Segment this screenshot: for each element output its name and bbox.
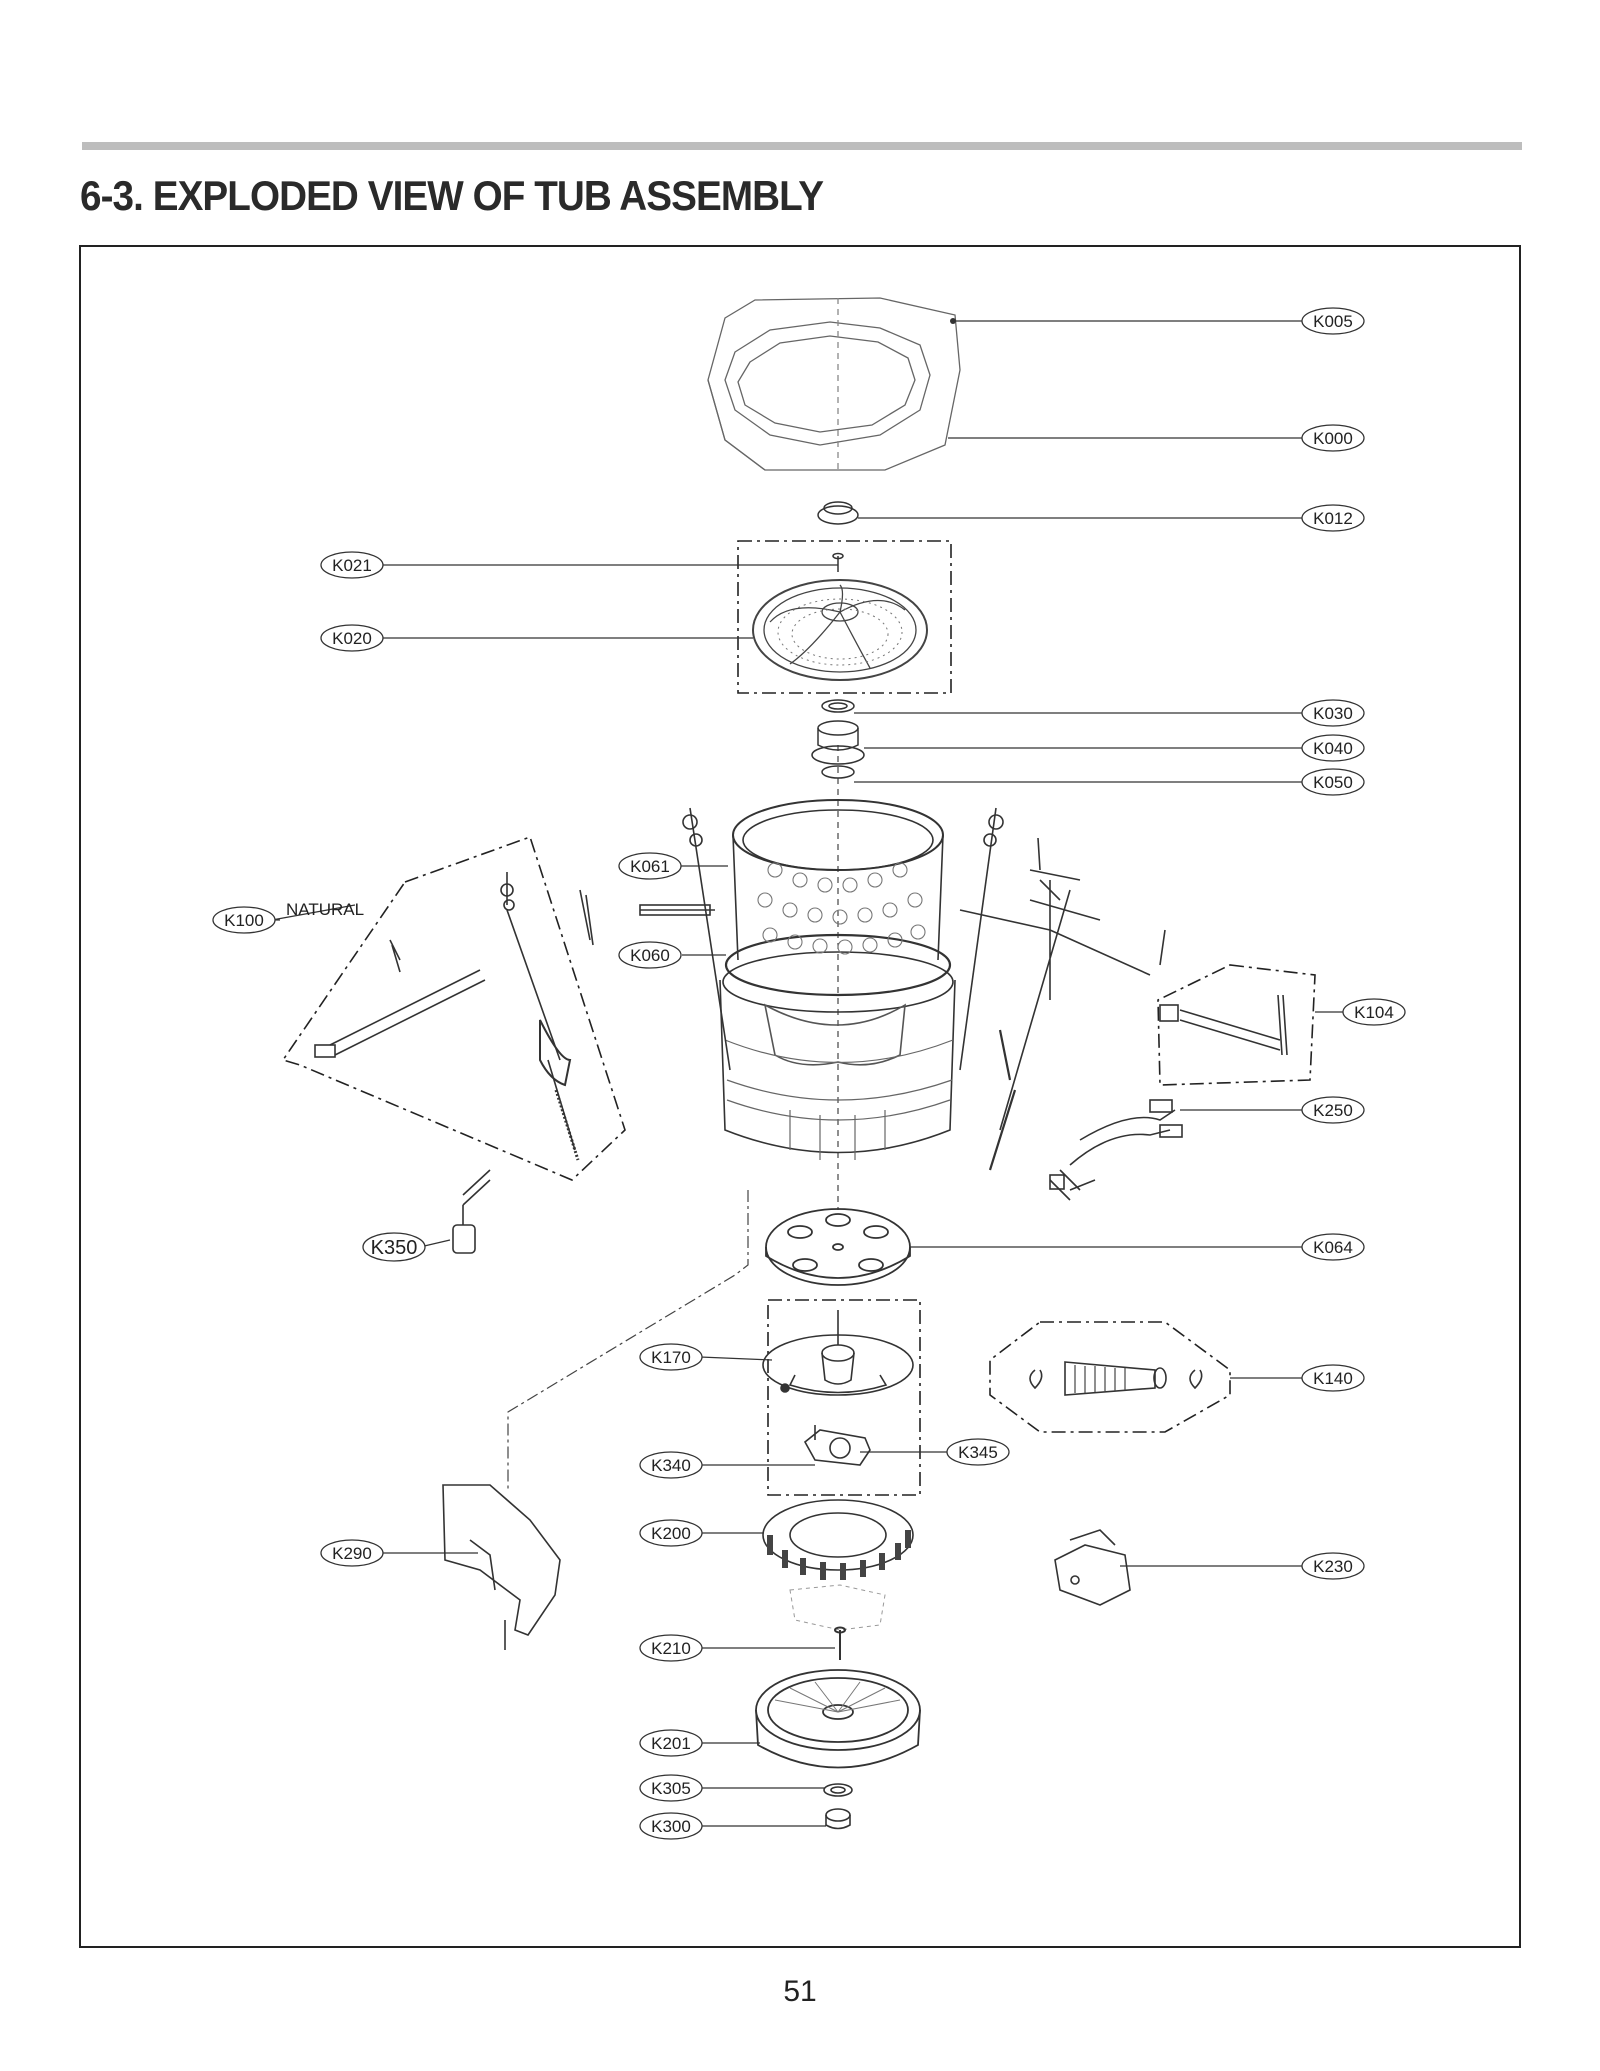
diagram-frame: [79, 245, 1521, 1948]
suspension-rods: [639, 807, 1166, 1171]
hall-sensor-bracket: [803, 1425, 871, 1466]
part-label-k210[interactable]: K210: [639, 1634, 703, 1662]
svg-text:K030: K030: [1313, 704, 1353, 723]
part-label-k000[interactable]: K000: [1301, 424, 1365, 452]
pump-bracket: [442, 1484, 561, 1650]
damper-group-outline: [1157, 964, 1316, 1086]
natural-annotation: NATURAL: [286, 900, 364, 919]
clutch-group-outline: [767, 1299, 921, 1496]
filter-cap: [817, 501, 859, 525]
stator: [762, 1499, 914, 1631]
part-label-k140[interactable]: K140: [1301, 1364, 1365, 1392]
part-label-k201[interactable]: K201: [639, 1729, 703, 1757]
svg-text:K350: K350: [371, 1237, 418, 1259]
svg-text:K290: K290: [332, 1544, 372, 1563]
part-label-k060[interactable]: K060: [618, 941, 682, 969]
pulsator-screw: [832, 552, 844, 572]
pulsator-group-outline: [737, 540, 952, 694]
part-label-k021[interactable]: K021: [320, 551, 384, 579]
part-label-k012[interactable]: K012: [1301, 504, 1365, 532]
rotor-nut-washer: [823, 1783, 853, 1830]
svg-text:K061: K061: [630, 857, 670, 876]
svg-text:K340: K340: [651, 1456, 691, 1475]
part-label-k345[interactable]: K345: [946, 1438, 1010, 1466]
drain-hose: [1029, 1361, 1203, 1396]
part-label-k030[interactable]: K030: [1301, 699, 1365, 727]
suspension-group-outline-left: [281, 835, 626, 1181]
part-label-k064[interactable]: K064: [1301, 1233, 1365, 1261]
hose-group-outline: [989, 1321, 1231, 1433]
part-label-k061[interactable]: K061: [618, 852, 682, 880]
part-label-k340[interactable]: K340: [639, 1451, 703, 1479]
part-label-k050[interactable]: K050: [1301, 768, 1365, 796]
page-title: 6-3. EXPLODED VIEW OF TUB ASSEMBLY: [80, 172, 824, 219]
part-labels: K005 K000 K012 K021 K020 K030 K040 K050 …: [212, 307, 1406, 1840]
svg-text:K064: K064: [1313, 1238, 1353, 1257]
rotor-bolt: [834, 1626, 846, 1660]
svg-text:K012: K012: [1313, 509, 1353, 528]
svg-text:K020: K020: [332, 629, 372, 648]
part-label-k040[interactable]: K040: [1301, 734, 1365, 762]
svg-text:K201: K201: [651, 1734, 691, 1753]
svg-text:K060: K060: [630, 946, 670, 965]
svg-text:K005: K005: [1313, 312, 1353, 331]
svg-text:K040: K040: [1313, 739, 1353, 758]
part-label-k104[interactable]: K104: [1342, 998, 1406, 1026]
part-label-k005[interactable]: K005: [1301, 307, 1365, 335]
svg-text:K000: K000: [1313, 429, 1353, 448]
part-label-k290[interactable]: K290: [320, 1539, 384, 1567]
top-rule: [82, 142, 1522, 150]
part-label-k170[interactable]: K170: [639, 1343, 703, 1371]
part-label-k300[interactable]: K300: [639, 1812, 703, 1840]
wire-harness: [1049, 1099, 1183, 1201]
svg-text:K300: K300: [651, 1817, 691, 1836]
svg-text:K210: K210: [651, 1639, 691, 1658]
pulsator: [752, 579, 928, 681]
svg-text:K170: K170: [651, 1348, 691, 1367]
drain-motor: [1054, 1529, 1131, 1606]
svg-text:K345: K345: [958, 1443, 998, 1462]
svg-text:K021: K021: [332, 556, 372, 575]
svg-text:K305: K305: [651, 1779, 691, 1798]
part-label-k230[interactable]: K230: [1301, 1552, 1365, 1580]
spin-parts: [811, 699, 865, 779]
rotor-cover-plate: [765, 1208, 911, 1286]
top-cover: [707, 297, 961, 471]
svg-text:K200: K200: [651, 1524, 691, 1543]
svg-text:K050: K050: [1313, 773, 1353, 792]
svg-text:K230: K230: [1313, 1557, 1353, 1576]
svg-text:K140: K140: [1313, 1369, 1353, 1388]
svg-text:K100: K100: [224, 911, 264, 930]
part-label-k020[interactable]: K020: [320, 624, 384, 652]
suspension-left: [314, 872, 594, 1161]
page-number: 51: [783, 1975, 817, 2008]
svg-text:K104: K104: [1354, 1003, 1394, 1022]
part-label-k100[interactable]: K100: [212, 906, 276, 934]
water-level-sensor: [452, 1169, 491, 1254]
tub: [719, 799, 956, 1160]
rotor: [755, 1669, 921, 1769]
part-label-k305[interactable]: K305: [639, 1774, 703, 1802]
part-label-k200[interactable]: K200: [639, 1519, 703, 1547]
part-label-k350[interactable]: K350: [362, 1232, 426, 1262]
svg-text:K250: K250: [1313, 1101, 1353, 1120]
part-label-k250[interactable]: K250: [1301, 1096, 1365, 1124]
damper-right: [1159, 994, 1288, 1056]
clutch-assembly: [762, 1310, 914, 1396]
